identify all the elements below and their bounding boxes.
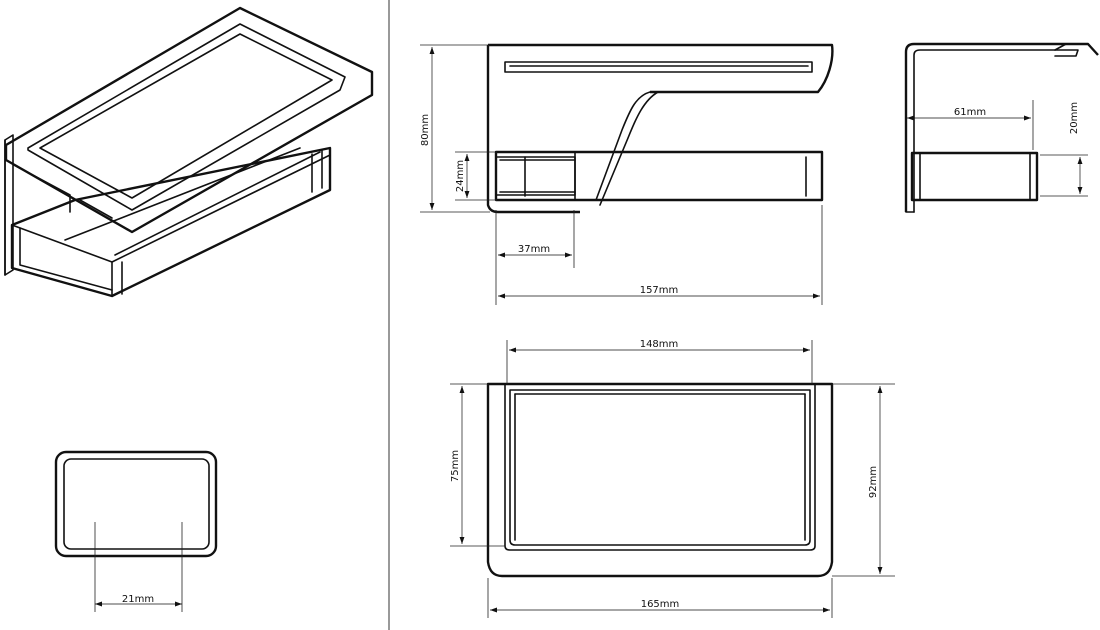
dim-label-end-arm-height: 20mm [1069, 102, 1080, 134]
end-view [904, 42, 1099, 213]
dim-label-side-arm-height: 24mm [455, 160, 466, 192]
dim-label-section-width: 21mm [122, 594, 154, 605]
isometric-view [4, 6, 374, 298]
dim-label-top-width: 165mm [641, 599, 680, 610]
dim-label-side-length: 157mm [640, 285, 679, 296]
dim-label-top-inner-depth: 75mm [450, 450, 461, 482]
side-view [420, 43, 834, 305]
dim-label-side-height: 80mm [420, 114, 431, 146]
dim-label-top-depth: 92mm [868, 466, 879, 498]
dim-label-top-inner-width: 148mm [640, 339, 679, 350]
section-view [54, 450, 218, 612]
dim-label-side-arm-offset: 37mm [518, 244, 550, 255]
dim-label-end-depth: 61mm [954, 107, 986, 118]
top-view [450, 340, 895, 618]
